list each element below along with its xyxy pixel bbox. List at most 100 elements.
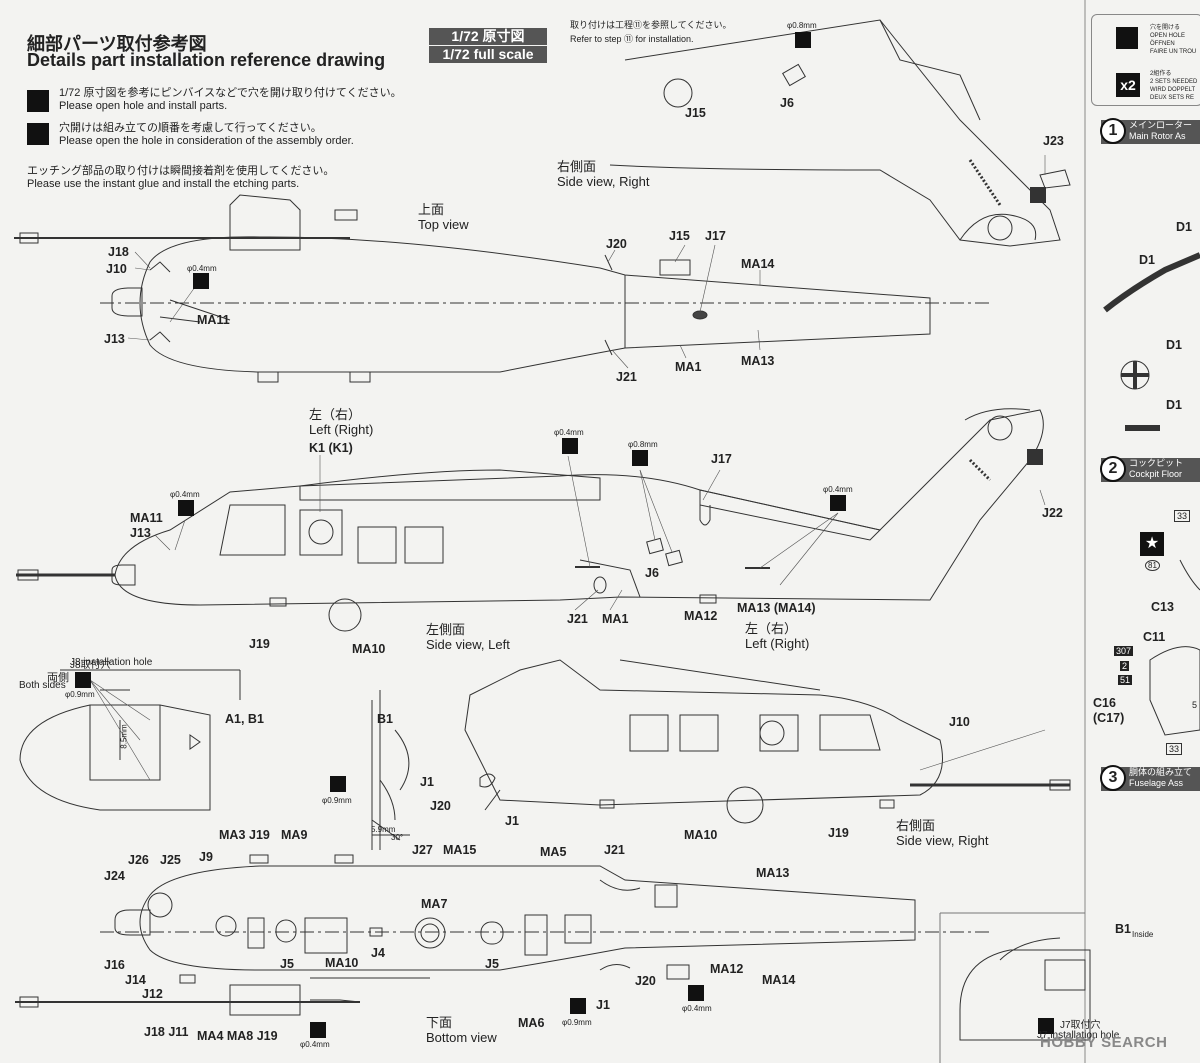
- part-label: J18 J11: [144, 1025, 189, 1039]
- etching-icon: [1030, 187, 1046, 203]
- part-label: J19: [249, 637, 270, 651]
- part-label: J9: [199, 850, 213, 864]
- hole-size: φ0.8mm: [628, 440, 658, 449]
- scale-label-jp: 1/72 原寸図: [429, 28, 547, 45]
- hole-icon: [310, 1022, 326, 1038]
- hole-size: φ0.4mm: [300, 1040, 330, 1049]
- part-label: J21: [616, 370, 637, 384]
- view-leftright2-jp: 左（右）: [745, 621, 798, 636]
- part-label: MA1: [602, 612, 629, 626]
- note-3-en: Please use the instant glue and install …: [27, 178, 300, 190]
- hole-icon: [830, 495, 846, 511]
- part-label: MA7: [421, 897, 448, 911]
- part-label: MA13: [741, 354, 775, 368]
- tail-boom-upper: [609, 19, 1071, 247]
- hole-icon: [330, 776, 346, 792]
- note-3-jp: エッチング部品の取り付けは瞬間接着剤を使用してください。: [27, 165, 335, 177]
- part-label: MA14: [741, 257, 775, 271]
- part-label: MA12: [684, 609, 718, 623]
- left-side-airframe: [16, 408, 1044, 632]
- drill-icon: [27, 90, 49, 112]
- drill-icon: [1116, 27, 1138, 49]
- part-label: J20: [635, 974, 656, 988]
- paint-code: 81: [1145, 560, 1160, 571]
- part-label: MA4 MA8 J19: [197, 1029, 278, 1043]
- j7-hole-jp: J7取付穴: [1060, 1020, 1101, 1031]
- star-icon: ★: [1140, 532, 1164, 556]
- view-left-jp: 左側面: [426, 622, 466, 637]
- hole-size: φ0.4mm: [554, 428, 584, 437]
- x2-badge: x2: [1116, 73, 1140, 97]
- inside-label: Inside: [1132, 930, 1154, 939]
- view-bottom-en: Bottom view: [426, 1030, 497, 1045]
- view-right-upper-jp: 右側面: [557, 159, 597, 174]
- part-label: MA6: [518, 1016, 545, 1030]
- part-label: J16: [104, 958, 125, 972]
- legend-box: [1091, 14, 1200, 106]
- step-2-number: 2: [1100, 456, 1126, 482]
- hole-size: φ0.9mm: [322, 796, 352, 805]
- view-leftright-jp: 左（右）: [309, 407, 362, 422]
- part-label: J22: [1042, 506, 1063, 520]
- part-label: J27: [412, 843, 433, 857]
- view-left-en: Side view, Left: [426, 637, 510, 652]
- part-label: J15: [685, 106, 706, 120]
- part-label: J21: [604, 843, 625, 857]
- part-label: C16: [1093, 696, 1116, 710]
- part-label: J15: [669, 229, 690, 243]
- hole-icon: [1038, 1018, 1054, 1034]
- part-label: J12: [142, 987, 163, 1001]
- hole-size: φ0.4mm: [682, 1004, 712, 1013]
- part-label: MA12: [710, 962, 744, 976]
- part-label: J21: [567, 612, 588, 626]
- paint-code: 2: [1120, 661, 1130, 671]
- part-label: J23: [1043, 134, 1064, 148]
- part-label: J18: [108, 245, 129, 259]
- part-label: MA11: [197, 313, 230, 327]
- part-label: MA13 (MA14): [737, 601, 816, 615]
- view-bottom-jp: 下面: [426, 1015, 453, 1030]
- hole-size: φ0.9mm: [65, 690, 95, 699]
- part-label: J5: [280, 957, 294, 971]
- angle-label: 30°: [391, 833, 404, 842]
- view-right-jp: 右側面: [896, 818, 936, 833]
- part-label: C11: [1143, 630, 1166, 644]
- view-top-jp: 上面: [418, 202, 445, 217]
- hole-icon: [562, 438, 578, 454]
- part-label: D1: [1176, 220, 1192, 234]
- paint-code: 307: [1114, 646, 1134, 656]
- title-jp: 細部パーツ取付参考図: [27, 34, 207, 54]
- both-sides-en: Both sides: [19, 680, 66, 691]
- part-label: J1: [420, 775, 434, 789]
- view-right-en: Side view, Right: [896, 833, 989, 848]
- hole-size: φ0.4mm: [187, 264, 217, 273]
- part-label: K1 (K1): [309, 441, 353, 455]
- part-label: MA13: [756, 866, 790, 880]
- note-2-jp: 穴開けは組み立ての順番を考慮して行ってください。: [59, 122, 322, 134]
- part-label: D1: [1139, 253, 1155, 267]
- part-label: J17: [711, 452, 732, 466]
- part-label: MA9: [281, 828, 308, 842]
- j7-hole-en: J7 installation hole: [1037, 1030, 1120, 1041]
- nose-detail-a1b1: [19, 669, 241, 811]
- part-label: B1: [1115, 922, 1131, 936]
- part-label: MA15: [443, 843, 477, 857]
- hole-icon: [688, 985, 704, 1001]
- hole-icon: [75, 672, 91, 688]
- view-right-upper-en: Side view, Right: [557, 174, 650, 189]
- part-label: J10: [106, 262, 127, 276]
- part-label: J19: [828, 826, 849, 840]
- watermark: HOBBY SEARCH: [1040, 1034, 1168, 1051]
- part-label: MA11: [130, 511, 163, 525]
- part-label: MA1: [675, 360, 702, 374]
- part-label: D1: [1166, 338, 1182, 352]
- hole-icon: [570, 998, 586, 1014]
- part-label: J13: [130, 526, 151, 540]
- bottom-view-airframe: [15, 854, 990, 1016]
- hole-icon: [193, 273, 209, 289]
- dimension-label: 8.5mm: [119, 724, 129, 749]
- view-leftright2-en: Left (Right): [745, 636, 810, 651]
- scale-label-en: 1/72 full scale: [429, 46, 547, 63]
